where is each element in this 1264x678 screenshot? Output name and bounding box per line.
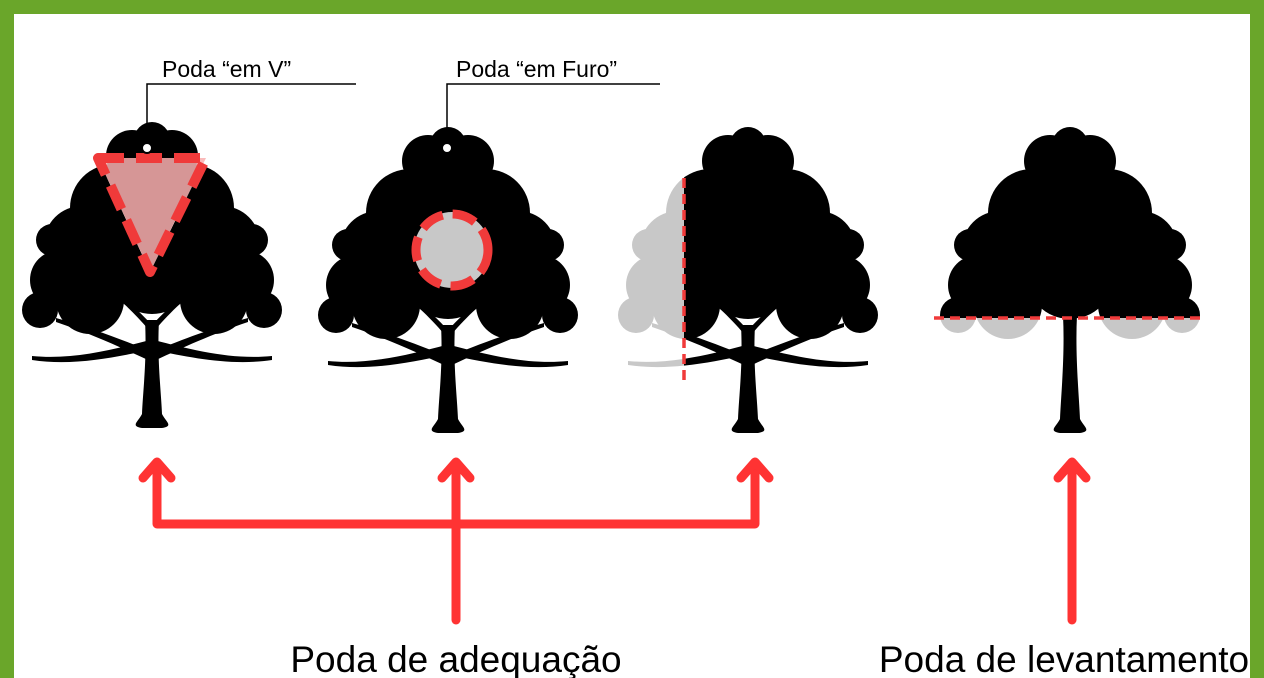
adequacao-arrows	[138, 457, 774, 625]
arrow-head-1	[138, 457, 176, 483]
levantamento-arrow	[1053, 457, 1091, 625]
tree-side-cut	[618, 127, 878, 433]
arrow-head-2	[437, 457, 475, 483]
callout-v-cut: Poda “em V”	[141, 56, 356, 154]
tree-4-crown	[940, 127, 1200, 318]
tree-v-cut	[22, 122, 282, 428]
callout-v-label: Poda “em V”	[162, 56, 291, 82]
callout-hole-label: Poda “em Furo”	[456, 56, 617, 82]
label-levantamento: Poda de levantamento	[879, 639, 1249, 678]
callout-hole-dot	[441, 142, 453, 154]
arrow-head-4	[1053, 457, 1091, 483]
hole-cut-outline	[411, 209, 493, 291]
tree-hole-cut	[318, 127, 578, 433]
callout-v-line	[146, 83, 356, 146]
label-adequacao: Poda de adequação	[290, 639, 621, 678]
v-cut-outline	[93, 153, 211, 277]
v-cut-area	[98, 158, 206, 272]
callout-v-dot	[141, 142, 153, 154]
callout-hole-cut: Poda “em Furo”	[441, 56, 660, 154]
tree-4-trunk	[1053, 315, 1087, 433]
tree-raising-cut	[934, 127, 1202, 433]
arrow-head-3	[736, 457, 774, 483]
callout-hole-line	[446, 83, 660, 146]
